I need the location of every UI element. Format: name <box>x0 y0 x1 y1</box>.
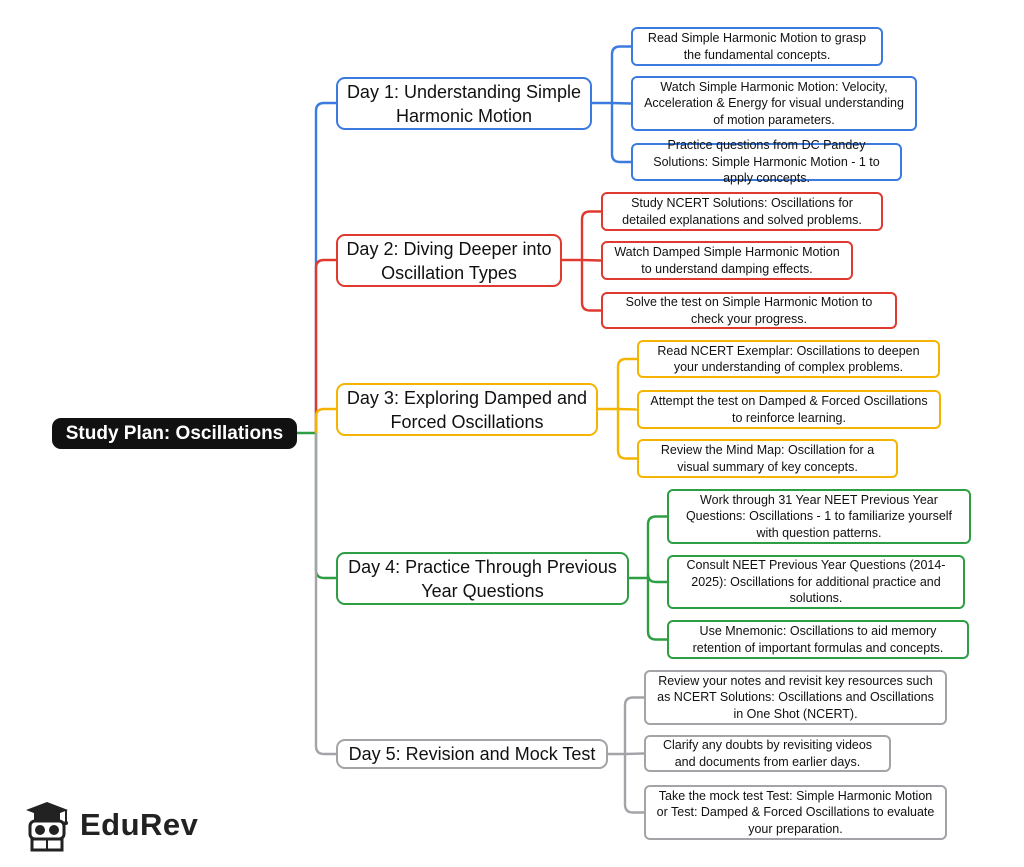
day-5-task-2: Clarify any doubts by revisiting videos … <box>644 735 891 772</box>
connector-day-4-task-1 <box>646 515 667 578</box>
brand-name: EduRev <box>80 807 199 842</box>
day-2-task-2: Watch Damped Simple Harmonic Motion to u… <box>601 241 853 280</box>
root-node: Study Plan: Oscillations <box>52 418 297 449</box>
day-4-task-3: Use Mnemonic: Oscillations to aid memory… <box>667 620 969 659</box>
day-4-task-1: Work through 31 Year NEET Previous Year … <box>667 489 971 544</box>
day-1-task-3: Practice questions from DC Pandey Soluti… <box>631 138 902 185</box>
day-1-node: Day 1: Understanding Simple Harmonic Mot… <box>336 77 592 130</box>
day-4-node: Day 4: Practice Through Previous Year Qu… <box>336 552 629 605</box>
connector-day-2-task-3 <box>580 260 601 312</box>
connector-day-2-task-1 <box>580 210 601 260</box>
connector-day-3-task-3 <box>616 409 637 460</box>
connector-day-5-task-1 <box>623 696 644 754</box>
connector-day-4-task-3 <box>646 578 667 641</box>
day-3-task-1: Read NCERT Exemplar: Oscillations to dee… <box>637 340 940 378</box>
connector-day-1-task-3 <box>610 103 631 164</box>
connector-day-3-task-2 <box>617 407 638 411</box>
day-3-task-3: Review the Mind Map: Oscillation for a v… <box>637 439 898 478</box>
connector-root-day-4 <box>314 433 336 580</box>
day-1-task-2: Watch Simple Harmonic Motion: Velocity, … <box>631 76 917 131</box>
day-3-task-2: Attempt the test on Damped & Forced Osci… <box>637 390 941 429</box>
day-5-task-1: Review your notes and revisit key resour… <box>644 670 947 725</box>
connector-day-5-task-3 <box>623 754 644 814</box>
connector-day-3-task-1 <box>616 357 637 409</box>
day-5-task-3: Take the mock test Test: Simple Harmonic… <box>644 785 947 840</box>
connector-day-4-task-2 <box>646 573 667 584</box>
connector-root-day-2 <box>314 258 336 433</box>
connector-root-day-3 <box>314 407 336 433</box>
day-2-task-3: Solve the test on Simple Harmonic Motion… <box>601 292 897 329</box>
connector-day-5-task-2 <box>624 752 645 756</box>
connector-root-day-5 <box>314 433 336 756</box>
connector-root-day-1 <box>314 101 336 433</box>
connector-day-2-task-2 <box>581 258 602 262</box>
day-2-node: Day 2: Diving Deeper into Oscillation Ty… <box>336 234 562 287</box>
day-4-task-2: Consult NEET Previous Year Questions (20… <box>667 555 965 609</box>
day-2-task-1: Study NCERT Solutions: Oscillations for … <box>601 192 883 231</box>
connector-day-1-task-1 <box>610 45 631 103</box>
day-1-task-1: Read Simple Harmonic Motion to grasp the… <box>631 27 883 66</box>
connector-day-1-task-2 <box>611 101 632 105</box>
graduation-cap-icon <box>26 802 68 852</box>
day-5-node: Day 5: Revision and Mock Test <box>336 739 608 769</box>
day-3-node: Day 3: Exploring Damped and Forced Oscil… <box>336 383 598 436</box>
